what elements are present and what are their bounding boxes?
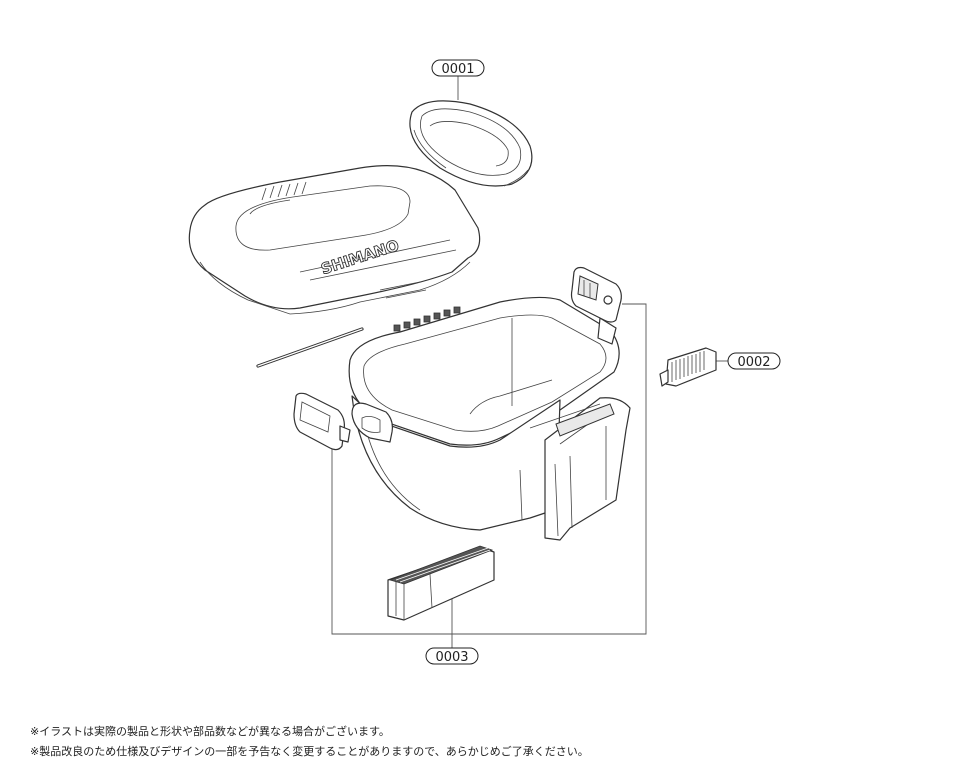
small-filter-part xyxy=(659,347,717,387)
large-filter-part xyxy=(387,545,495,621)
callout-0003: 0003 xyxy=(425,647,479,665)
upper-right-latch-part xyxy=(570,266,622,323)
oval-inner-tray-part xyxy=(409,100,533,187)
main-body-part xyxy=(348,296,631,541)
svg-text:0001: 0001 xyxy=(441,62,474,77)
hinge-pin-part xyxy=(256,327,364,368)
callout-0001: 0001 xyxy=(431,59,485,77)
leader-lines xyxy=(331,76,728,648)
disclaimer-notes: ※イラストは実際の製品と形状や部品数などが異なる場合がございます。 ※製品改良の… xyxy=(30,722,930,762)
svg-text:0003: 0003 xyxy=(435,650,468,665)
lid-part: SHIMANO xyxy=(188,165,481,315)
callout-0002: 0002 xyxy=(727,352,781,370)
left-latch-part xyxy=(293,392,351,451)
note-line: ※製品改良のため仕様及びデザインの一部を予告なく変更することがありますので、あら… xyxy=(30,745,589,758)
note-line: ※イラストは実際の製品と形状や部品数などが異なる場合がございます。 xyxy=(30,725,390,738)
svg-text:0002: 0002 xyxy=(737,355,770,370)
